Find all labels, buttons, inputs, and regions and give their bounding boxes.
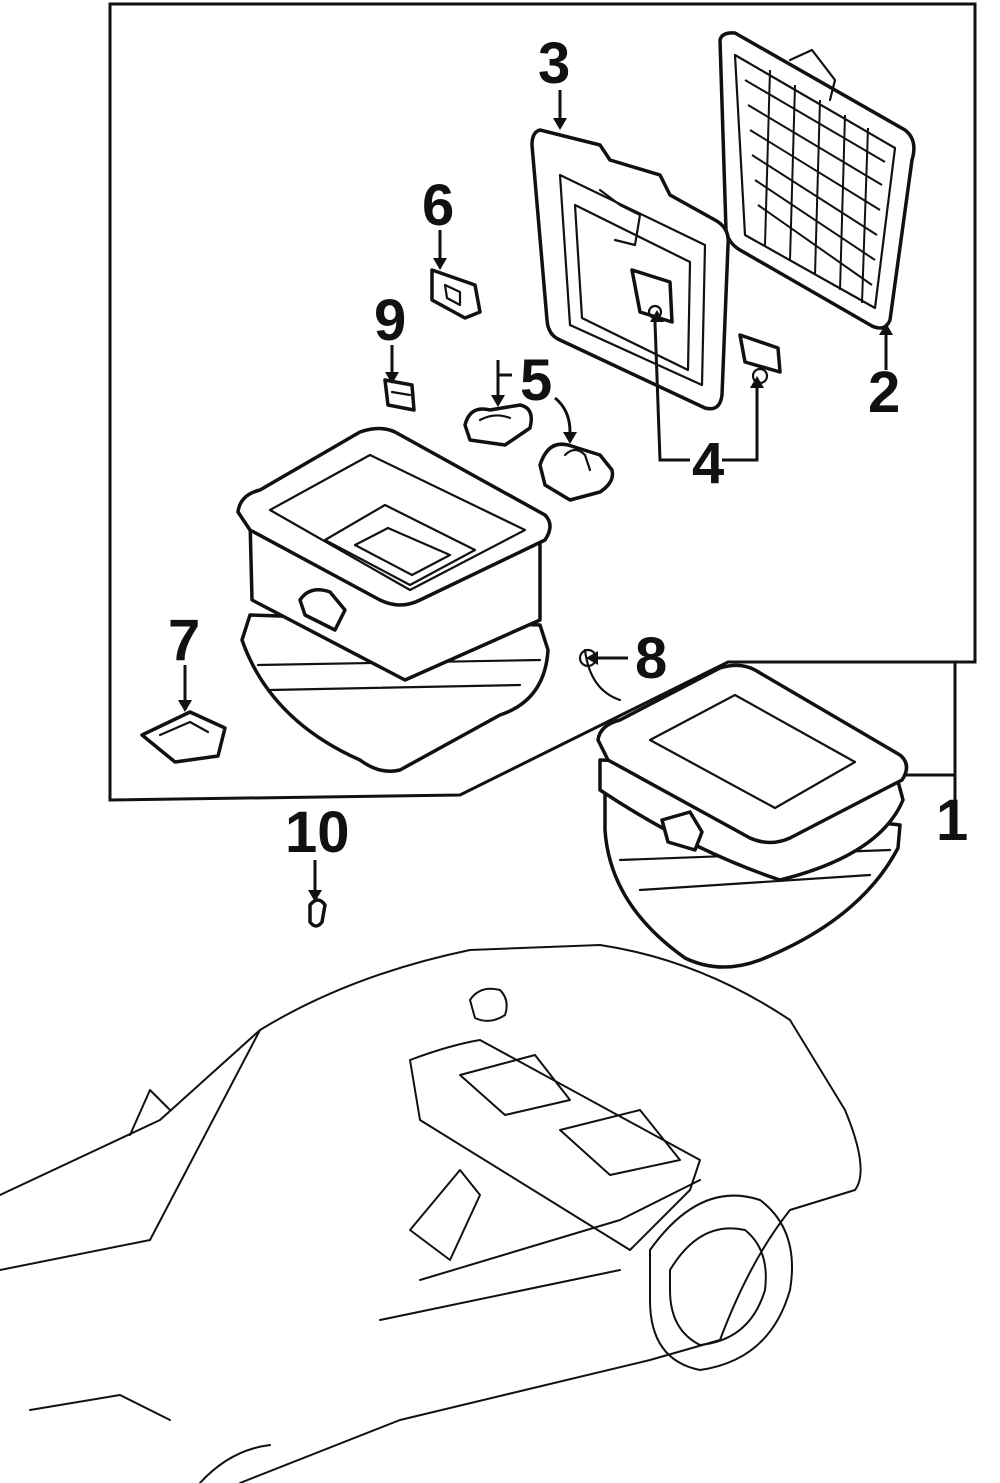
callout-2: 2 bbox=[868, 360, 900, 425]
arrowheads bbox=[178, 118, 893, 902]
callout-8: 8 bbox=[635, 626, 667, 691]
part-7-switch bbox=[140, 710, 227, 764]
part-6-hinge bbox=[430, 268, 482, 320]
callout-3: 3 bbox=[538, 31, 570, 96]
part-9-clip bbox=[383, 378, 416, 412]
callout-1: 1 bbox=[936, 788, 968, 853]
callout-9: 9 bbox=[374, 288, 406, 353]
part-5-hinge-bracket bbox=[463, 403, 615, 502]
part-3-lid-panel bbox=[530, 128, 730, 411]
part-1-console-assembly bbox=[596, 663, 909, 969]
vehicle-outline bbox=[0, 944, 862, 1483]
part-2-grille-lid bbox=[718, 31, 916, 330]
part-4-latch bbox=[630, 268, 782, 385]
callout-10: 10 bbox=[285, 800, 350, 865]
callout-5: 5 bbox=[520, 348, 552, 413]
callout-7: 7 bbox=[168, 608, 200, 673]
callout-4: 4 bbox=[692, 431, 724, 496]
callout-6: 6 bbox=[422, 173, 454, 238]
exploded-view-frame bbox=[108, 2, 977, 802]
leader-lines bbox=[183, 90, 888, 890]
console-box bbox=[236, 426, 552, 773]
callout-1-bracket bbox=[905, 662, 957, 835]
part-10-bulb bbox=[308, 898, 327, 928]
